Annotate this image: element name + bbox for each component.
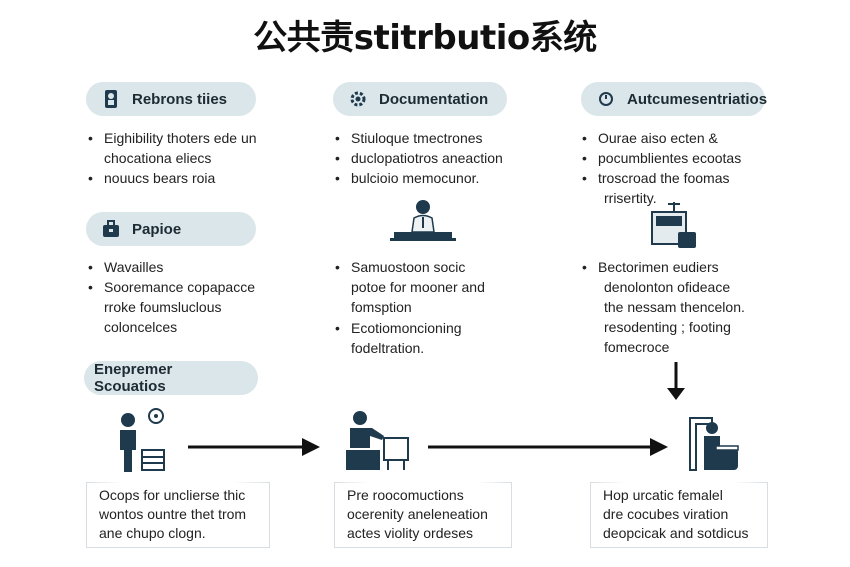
column-3-continuation: rrisertity. xyxy=(588,188,657,208)
list-item: duclopatiotros aneaction xyxy=(335,148,555,168)
outcome-box-3: Hop urcatic femalel dre cocubes viration… xyxy=(590,482,768,548)
outcome-box-1: Ocops for unclierse thic wontos ountre t… xyxy=(86,482,270,548)
right-list: Bectorimen eudiers xyxy=(582,257,802,277)
list-item: Ecotiomoncioning xyxy=(335,318,555,338)
clock-icon xyxy=(595,88,617,110)
box-line: Pre roocomuctions xyxy=(347,487,464,503)
archive-cabinet-icon xyxy=(651,202,696,248)
list-item-continuation: fomecroce xyxy=(604,339,670,355)
box-line: ocerenity aneleneation xyxy=(347,506,488,522)
list-item: Samuostoon socic xyxy=(335,257,555,277)
papioe-list: Wavailles Sooremance copapacce xyxy=(88,257,308,297)
middle-list-b: Ecotiomoncioning xyxy=(335,318,555,338)
diagram-title: 公共责stitrbutio系统 xyxy=(253,18,597,58)
list-item: Eighibility thoters ede un xyxy=(88,128,288,148)
worker-with-container-icon xyxy=(689,417,739,471)
right-arrow-1 xyxy=(188,438,320,456)
list-item-continuation: resodenting ; footing xyxy=(604,319,731,335)
briefcase-icon xyxy=(100,218,122,240)
document-gear-icon xyxy=(347,88,369,110)
down-arrow xyxy=(667,362,685,400)
column-1-list-b: nouucs bears roia xyxy=(88,168,288,188)
list-item: bulcioio memocunor. xyxy=(335,168,555,188)
box-line: actes violity ordeses xyxy=(347,525,474,541)
person-badge-icon xyxy=(100,88,122,110)
person-at-desk-icon xyxy=(390,200,456,241)
box-line: deopcicak and sotdicus xyxy=(603,525,749,541)
list-item: troscroad the foomas xyxy=(582,168,802,188)
list-item-continuation: rroke foumsluclous xyxy=(104,299,222,315)
list-item-continuation: rrisertity. xyxy=(604,190,657,206)
header-pill-1: Rebrons tiies xyxy=(86,82,256,116)
outcome-box-2: Pre roocomuctions ocerenity aneleneation… xyxy=(334,482,512,548)
list-item-continuation: the nessam thencelon. xyxy=(604,299,745,315)
middle-list-a: Samuostoon socic xyxy=(335,257,555,277)
header-label-3: Autcumesentriatios xyxy=(627,90,768,108)
middle-continuation-a: potoe for mooner and fomsption xyxy=(335,277,485,317)
section-label-pill: Enepremer Scouatios xyxy=(84,361,258,395)
header-label-2: Documentation xyxy=(379,90,489,108)
header-pill-papioe: Papioe xyxy=(86,212,256,246)
box-line: ane chupo clogn. xyxy=(99,525,206,541)
right-arrow-2 xyxy=(428,438,668,456)
column-1-list: Eighibility thoters ede un xyxy=(88,128,288,148)
header-pill-3: Autcumesentriatios xyxy=(581,82,768,116)
papioe-continuation: rroke foumsluclous coloncelces xyxy=(88,297,222,337)
list-item: Bectorimen eudiers xyxy=(582,257,802,277)
worker-at-station-icon xyxy=(346,411,409,470)
header-pill-2: Documentation xyxy=(333,82,507,116)
list-item-continuation: chocationa eliecs xyxy=(104,150,212,166)
list-item: pocumblientes ecootas xyxy=(582,148,802,168)
list-item-continuation: coloncelces xyxy=(104,319,178,335)
middle-continuation-b: fodeltration. xyxy=(335,338,424,358)
box-line: wontos ountre thet trom xyxy=(99,506,247,522)
column-1-continuation: chocationa eliecs xyxy=(88,148,211,168)
box-line: Ocops for unclierse thic xyxy=(99,487,246,503)
column-3-list: Ourae aiso ecten & pocumblientes ecootas… xyxy=(582,128,802,188)
right-continuation: denolonton ofideace the nessam thencelon… xyxy=(588,277,745,357)
list-item: Stiuloque tmectrones xyxy=(335,128,555,148)
box-line: Hop urcatic femalel xyxy=(603,487,723,503)
list-item-continuation: denolonton ofideace xyxy=(604,279,731,295)
header-label-1: Rebrons tiies xyxy=(132,90,228,108)
box-line: dre cocubes viration xyxy=(603,506,729,522)
list-item: nouucs bears roia xyxy=(88,168,288,188)
column-2-list: Stiuloque tmectrones duclopatiotros anea… xyxy=(335,128,555,188)
person-with-box-icon xyxy=(120,408,165,472)
list-item: Sooremance copapacce xyxy=(88,277,308,297)
list-item: Wavailles xyxy=(88,257,308,277)
section-label: Enepremer Scouatios xyxy=(94,361,173,395)
list-item-continuation: fodeltration. xyxy=(351,340,425,356)
list-item-continuation: potoe for mooner and xyxy=(351,279,485,295)
header-label-papioe: Papioe xyxy=(132,220,182,238)
list-item: Ourae aiso ecten & xyxy=(582,128,802,148)
list-item-continuation: fomsption xyxy=(351,299,412,315)
